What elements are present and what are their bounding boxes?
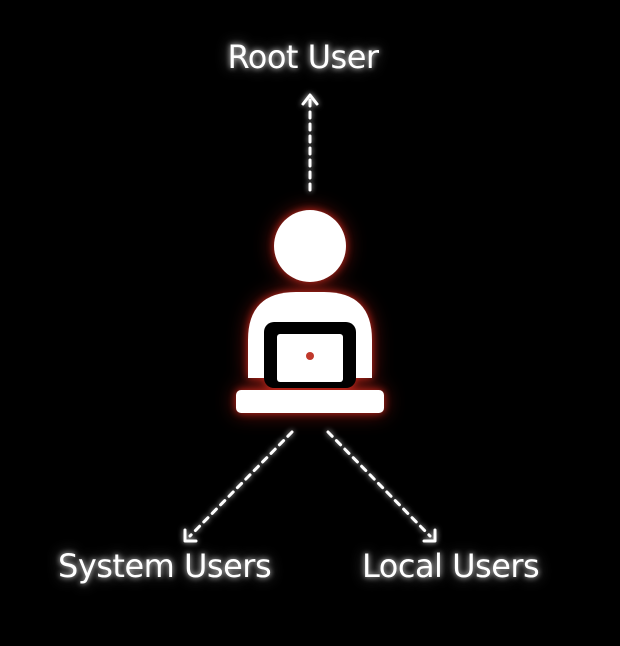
arrow-to-root-user xyxy=(301,93,319,192)
arrow-to-local-users xyxy=(326,430,437,543)
desk xyxy=(236,390,384,413)
root-user-label: Root User xyxy=(227,38,379,76)
system-users-label: System Users xyxy=(58,547,272,585)
local-users-label: Local Users xyxy=(362,547,540,585)
laptop-camera-dot xyxy=(306,352,314,360)
user-head xyxy=(274,210,346,282)
arrow-to-system-users xyxy=(183,430,294,543)
user-at-laptop-icon xyxy=(236,210,384,413)
